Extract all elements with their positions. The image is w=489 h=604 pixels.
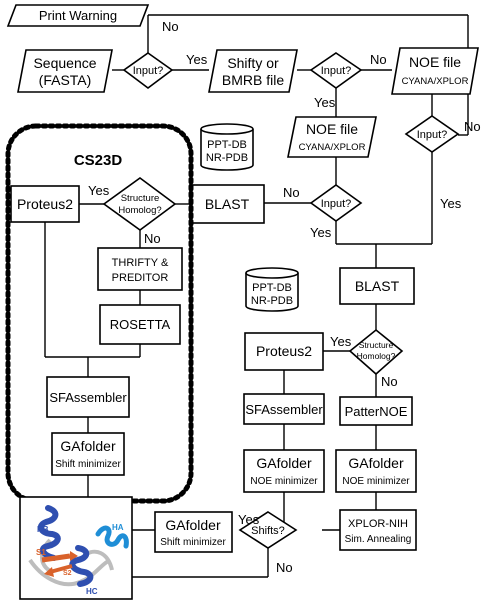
structure-homolog-right: Structure Homolog? xyxy=(348,328,404,376)
protein-structure-image: HB HA S1 S2 HC xyxy=(19,496,133,600)
edge-no-q4: No xyxy=(464,119,481,134)
svg-text:NOE file: NOE file xyxy=(409,54,461,70)
svg-text:PatterNOE: PatterNOE xyxy=(345,404,408,419)
label-s2: S2 xyxy=(63,570,72,577)
svg-text:NOE file: NOE file xyxy=(306,121,358,137)
patternoe-node: PatterNOE xyxy=(339,396,413,426)
svg-text:THRIFTY &: THRIFTY & xyxy=(112,257,169,269)
svg-text:CYANA/XPLOR: CYANA/XPLOR xyxy=(299,142,366,153)
svg-text:Input?: Input? xyxy=(321,65,352,77)
rosetta-node: ROSETTA xyxy=(99,304,181,345)
input-decision-4: Input? xyxy=(404,115,460,153)
svg-text:Structure: Structure xyxy=(121,193,160,204)
blast-node-2: BLAST xyxy=(339,267,415,305)
edge-no-shifts: No xyxy=(276,560,293,575)
svg-text:BLAST: BLAST xyxy=(355,278,400,294)
cs23d-title: CS23D xyxy=(74,152,123,169)
svg-text:Sim. Annealing: Sim. Annealing xyxy=(345,534,412,545)
edge-no-q2: No xyxy=(370,52,387,67)
svg-text:PREDITOR: PREDITOR xyxy=(112,272,169,284)
svg-text:(FASTA): (FASTA) xyxy=(39,72,92,88)
svg-text:ROSETTA: ROSETTA xyxy=(110,317,171,332)
svg-text:Input?: Input? xyxy=(321,198,352,210)
svg-text:Homolog?: Homolog? xyxy=(118,205,161,216)
svg-text:Structure: Structure xyxy=(359,340,394,350)
gafolder-noe-mid: GAfolder NOE minimizer xyxy=(243,449,325,493)
noe-file-top: NOE file CYANA/XPLOR xyxy=(391,47,479,95)
edge-yes-q4: Yes xyxy=(440,196,462,211)
svg-text:PPT-DB: PPT-DB xyxy=(252,282,292,294)
label-s1: S1 xyxy=(36,548,46,557)
database-cylinder-1: PPT-DB NR-PDB xyxy=(200,123,254,171)
svg-text:Shift minimizer: Shift minimizer xyxy=(55,459,121,470)
input-decision-3: Input? xyxy=(309,184,363,222)
svg-text:PPT-DB: PPT-DB xyxy=(207,139,247,151)
svg-text:NR-PDB: NR-PDB xyxy=(251,295,293,307)
xplor-nih-node: XPLOR-NIH Sim. Annealing xyxy=(339,509,417,551)
svg-text:Shift minimizer: Shift minimizer xyxy=(160,537,226,548)
edge-labels: No Yes No Yes No Yes Yes No No Yes Yes N… xyxy=(88,19,481,575)
svg-text:Homolog?: Homolog? xyxy=(357,351,396,361)
edge-no-print: No xyxy=(162,19,179,34)
svg-text:Input?: Input? xyxy=(417,129,448,141)
database-cylinder-2: PPT-DB NR-PDB xyxy=(245,267,299,312)
svg-text:NR-PDB: NR-PDB xyxy=(206,152,248,164)
svg-text:CYANA/XPLOR: CYANA/XPLOR xyxy=(402,76,469,87)
svg-text:BLAST: BLAST xyxy=(205,196,250,212)
svg-text:GAfolder: GAfolder xyxy=(348,455,404,471)
svg-text:Shifty or: Shifty or xyxy=(227,55,279,71)
input-decision-2: Input? xyxy=(309,52,363,89)
svg-text:XPLOR-NIH: XPLOR-NIH xyxy=(348,518,408,530)
sfassembler-left: SFAssembler xyxy=(46,376,130,418)
proteus2-left: Proteus2 xyxy=(10,185,80,223)
svg-text:SFAssembler: SFAssembler xyxy=(49,390,127,405)
edge-yes-q1: Yes xyxy=(186,52,208,67)
noe-file-mid: NOE file CYANA/XPLOR xyxy=(287,116,377,158)
svg-text:Proteus2: Proteus2 xyxy=(17,196,73,212)
structure-homolog-left: Structure Homolog? xyxy=(102,177,177,231)
label-ha: HA xyxy=(112,523,124,532)
edge-yes-q3: Yes xyxy=(310,225,332,240)
svg-text:NOE minimizer: NOE minimizer xyxy=(342,476,410,487)
shifts-decision: Shifts? xyxy=(238,511,298,549)
svg-text:Shifts?: Shifts? xyxy=(251,525,285,537)
edge-yes-homolog-left: Yes xyxy=(88,183,110,198)
svg-text:GAfolder: GAfolder xyxy=(256,455,312,471)
svg-text:Input?: Input? xyxy=(133,65,164,77)
svg-text:NOE minimizer: NOE minimizer xyxy=(250,476,318,487)
input-decision-1: Input? xyxy=(122,52,174,89)
label-hb: HB xyxy=(37,525,49,534)
gafolder-shift-bottom: GAfolder Shift minimizer xyxy=(154,511,233,553)
svg-text:Proteus2: Proteus2 xyxy=(256,343,312,359)
edge-no-homolog-left: No xyxy=(144,231,161,246)
svg-text:GAfolder: GAfolder xyxy=(60,438,116,454)
edge-no-q3: No xyxy=(283,185,300,200)
svg-text:GAfolder: GAfolder xyxy=(165,517,221,533)
shifty-node: Shifty or BMRB file xyxy=(208,49,298,93)
proteus2-right: Proteus2 xyxy=(244,332,324,371)
gafolder-shift-left: GAfolder Shift minimizer xyxy=(51,432,125,476)
edge-yes-shifts: Yes xyxy=(238,512,260,527)
print-warning-node: Print Warning xyxy=(6,4,150,27)
label-hc: HC xyxy=(86,587,98,596)
svg-text:Sequence: Sequence xyxy=(33,55,96,71)
gafolder-noe-right: GAfolder NOE minimizer xyxy=(335,449,417,493)
svg-text:SFAssembler: SFAssembler xyxy=(245,402,323,417)
print-warning-label: Print Warning xyxy=(39,8,117,23)
sfassembler-right: SFAssembler xyxy=(243,393,325,425)
blast-node-1: BLAST xyxy=(189,184,265,224)
svg-text:BMRB file: BMRB file xyxy=(222,72,284,88)
edge-no-homolog-right: No xyxy=(381,374,398,389)
sequence-node: Sequence (FASTA) xyxy=(17,49,113,93)
edge-yes-homolog-right: Yes xyxy=(330,334,352,349)
edge-yes-q2: Yes xyxy=(314,95,336,110)
thrifty-preditor-node: THRIFTY & PREDITOR xyxy=(97,247,183,291)
